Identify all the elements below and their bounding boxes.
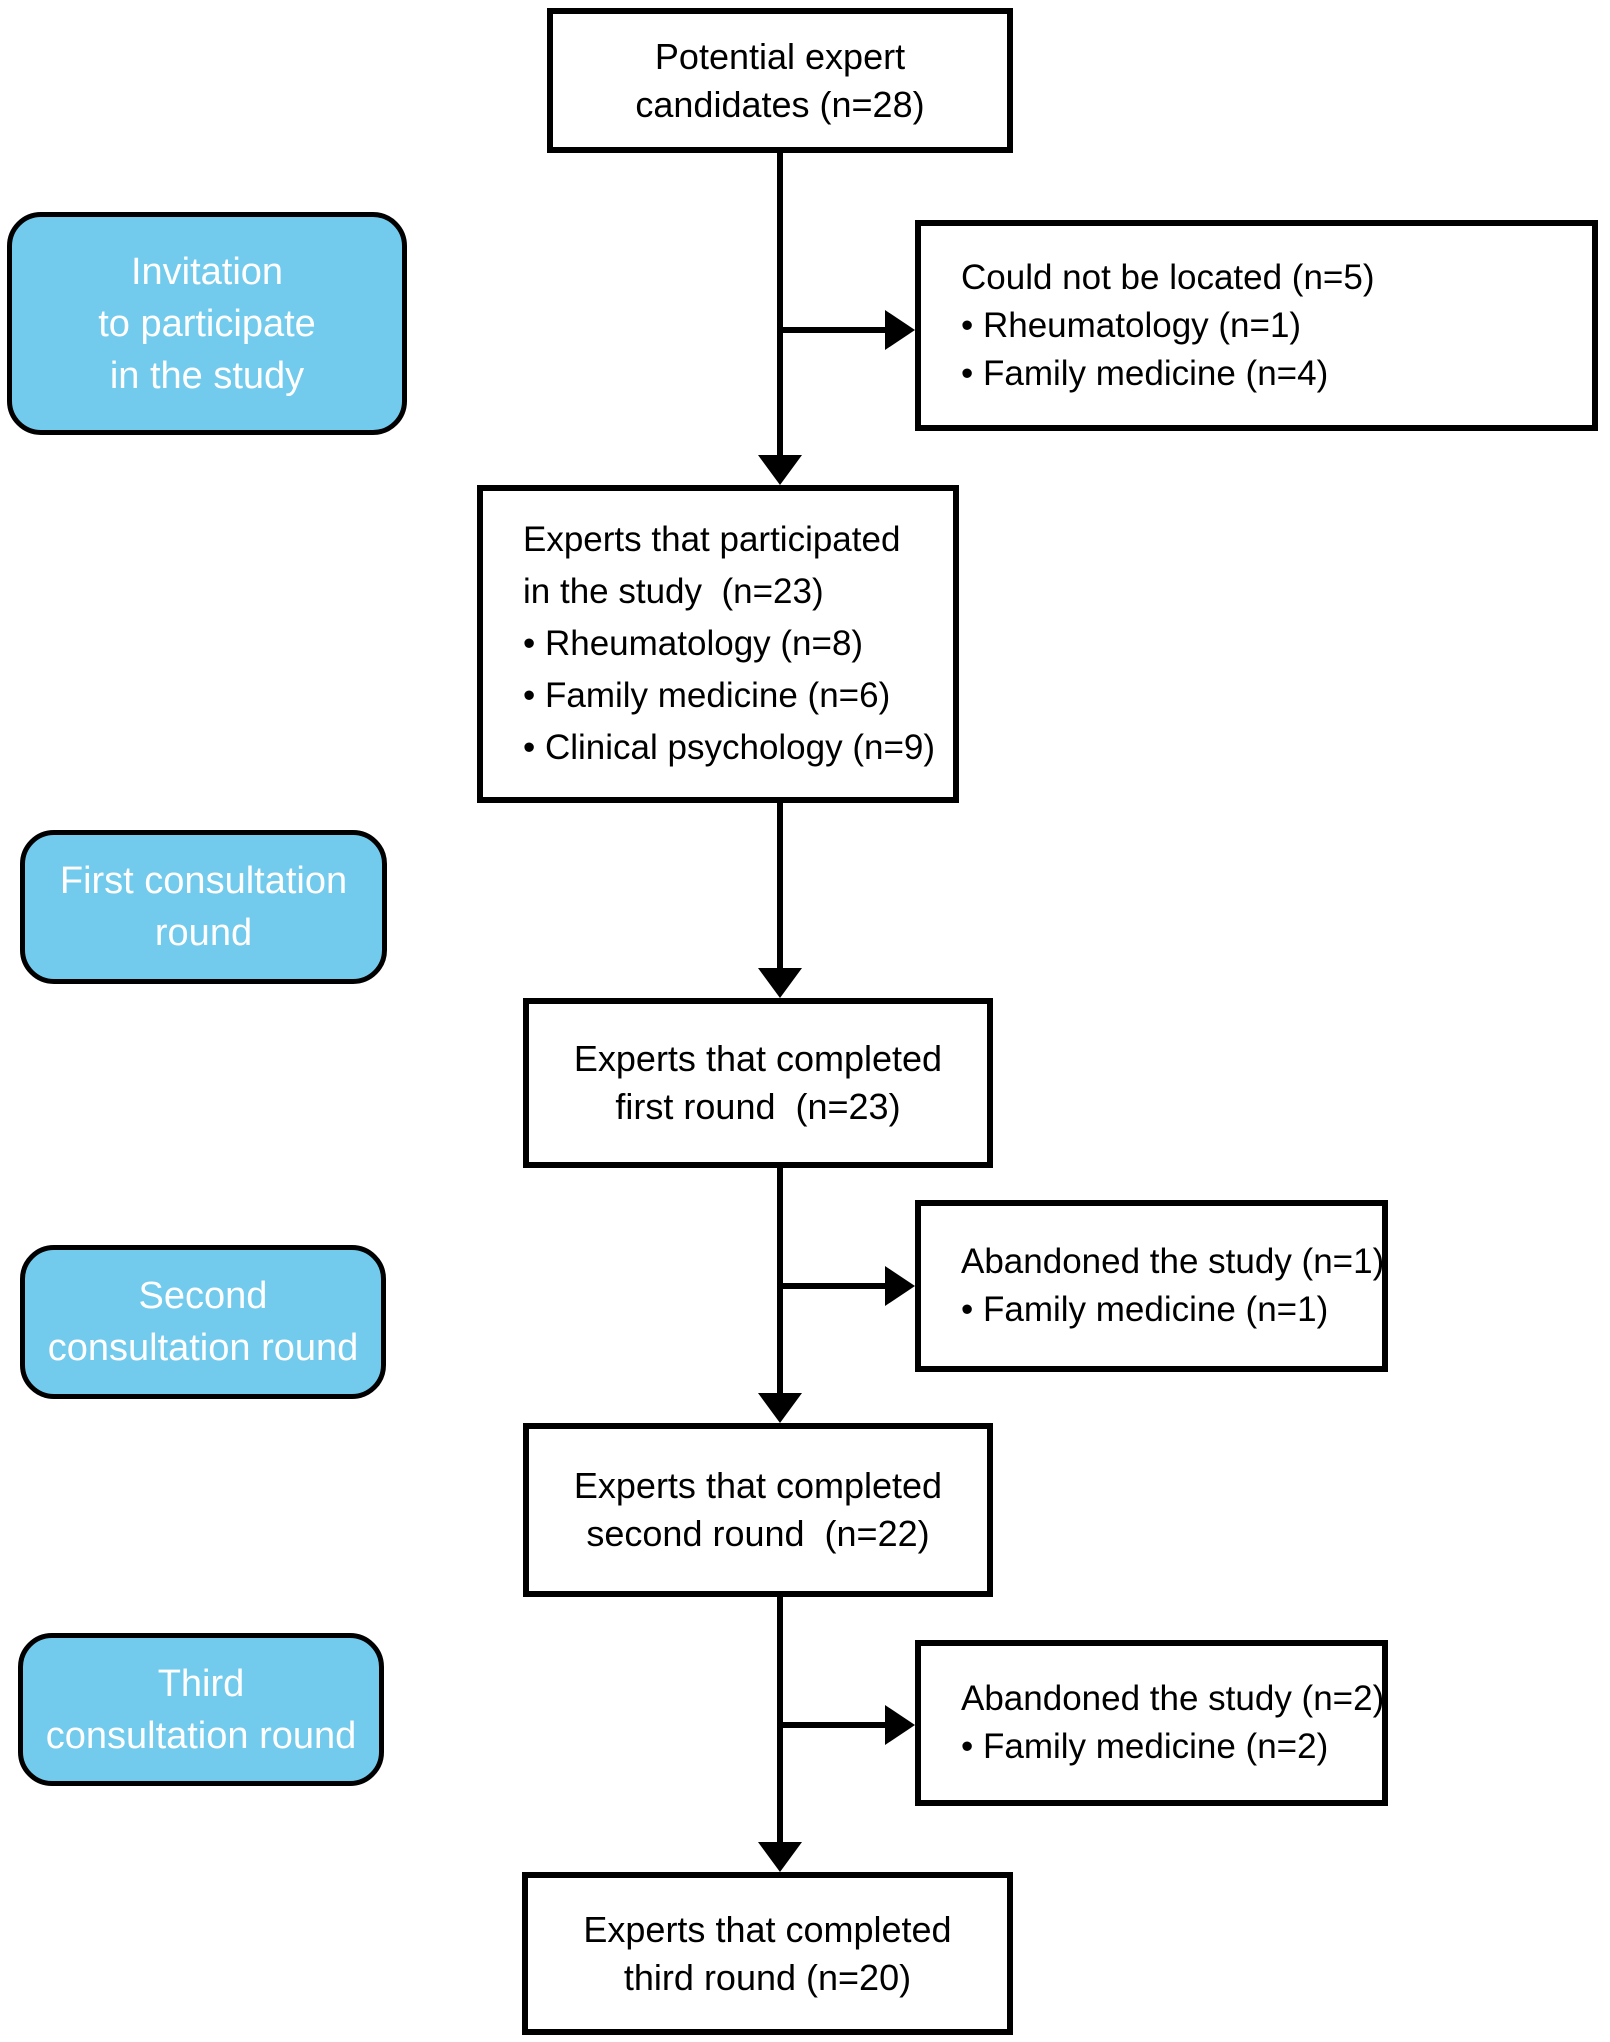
arrowhead-right-icon bbox=[885, 1705, 915, 1745]
arrowhead-down-icon bbox=[758, 968, 802, 998]
text-line: second round (n=22) bbox=[586, 1513, 930, 1554]
connector-branch-abandoned-1 bbox=[780, 1283, 887, 1289]
node-completed-first-round: Experts that completed first round (n=23… bbox=[523, 998, 993, 1168]
text-line: Experts that completed bbox=[573, 1038, 943, 1079]
connector-top-to-participated bbox=[777, 152, 783, 457]
arrowhead-down-icon bbox=[758, 1842, 802, 1872]
text-line: Abandoned the study (n=1) bbox=[961, 1242, 1385, 1281]
text-line: • Family medicine (n=6) bbox=[523, 676, 891, 715]
node-could-not-be-located: Could not be located (n=5) • Rheumatolog… bbox=[915, 220, 1598, 431]
text-line: Third bbox=[157, 1662, 245, 1705]
text-line: consultation round bbox=[45, 1714, 357, 1757]
arrowhead-right-icon bbox=[885, 310, 915, 350]
connector-first-to-second bbox=[777, 1168, 783, 1395]
stage-second-consultation-round: Second consultation round bbox=[20, 1245, 386, 1399]
node-completed-second-round: Experts that completed second round (n=2… bbox=[523, 1423, 993, 1597]
text-line: Abandoned the study (n=2) bbox=[961, 1679, 1385, 1718]
text-line: Experts that completed bbox=[573, 1465, 943, 1506]
text-line: in the study (n=23) bbox=[523, 572, 824, 611]
text-line: Invitation bbox=[130, 250, 284, 293]
text-line: Potential expert bbox=[654, 35, 906, 77]
text-line: round bbox=[154, 912, 253, 954]
text-line: • Rheumatology (n=1) bbox=[961, 305, 1302, 345]
node-completed-third-round: Experts that completed third round (n=20… bbox=[522, 1872, 1013, 2035]
arrowhead-right-icon bbox=[885, 1266, 915, 1306]
connector-participated-to-first bbox=[777, 803, 783, 970]
connector-branch-not-located bbox=[780, 327, 887, 333]
text-line: Experts that participated bbox=[523, 520, 901, 559]
text-line: first round (n=23) bbox=[615, 1086, 901, 1127]
text-line: • Rheumatology (n=8) bbox=[523, 624, 864, 663]
text-line: • Family medicine (n=1) bbox=[961, 1290, 1329, 1329]
node-potential-candidates: Potential expert candidates (n=28) bbox=[547, 8, 1013, 153]
text-line: First consultation bbox=[59, 860, 348, 902]
text-line: to participate bbox=[98, 302, 316, 345]
text-line: Could not be located (n=5) bbox=[961, 257, 1375, 297]
text-line: candidates (n=28) bbox=[635, 83, 925, 125]
text-line: third round (n=20) bbox=[623, 1956, 912, 1998]
text-line: consultation round bbox=[47, 1327, 359, 1369]
stage-first-consultation-round: First consultation round bbox=[20, 830, 387, 984]
text-line: • Family medicine (n=2) bbox=[961, 1727, 1329, 1766]
connector-branch-abandoned-2 bbox=[780, 1722, 887, 1728]
node-abandoned-study-1: Abandoned the study (n=1) • Family medic… bbox=[915, 1200, 1388, 1372]
text-line: • Family medicine (n=4) bbox=[961, 353, 1329, 393]
text-line: in the study bbox=[109, 354, 305, 397]
text-line: • Clinical psychology (n=9) bbox=[523, 728, 936, 767]
connector-second-to-third bbox=[777, 1597, 783, 1844]
text-line: Second bbox=[138, 1275, 268, 1317]
stage-invitation: Invitation to participate in the study bbox=[7, 212, 407, 435]
arrowhead-down-icon bbox=[758, 455, 802, 485]
stage-third-consultation-round: Third consultation round bbox=[18, 1633, 384, 1786]
node-abandoned-study-2: Abandoned the study (n=2) • Family medic… bbox=[915, 1640, 1388, 1806]
arrowhead-down-icon bbox=[758, 1393, 802, 1423]
text-line: Experts that completed bbox=[583, 1908, 952, 1950]
node-experts-participated: Experts that participated in the study (… bbox=[477, 485, 959, 803]
